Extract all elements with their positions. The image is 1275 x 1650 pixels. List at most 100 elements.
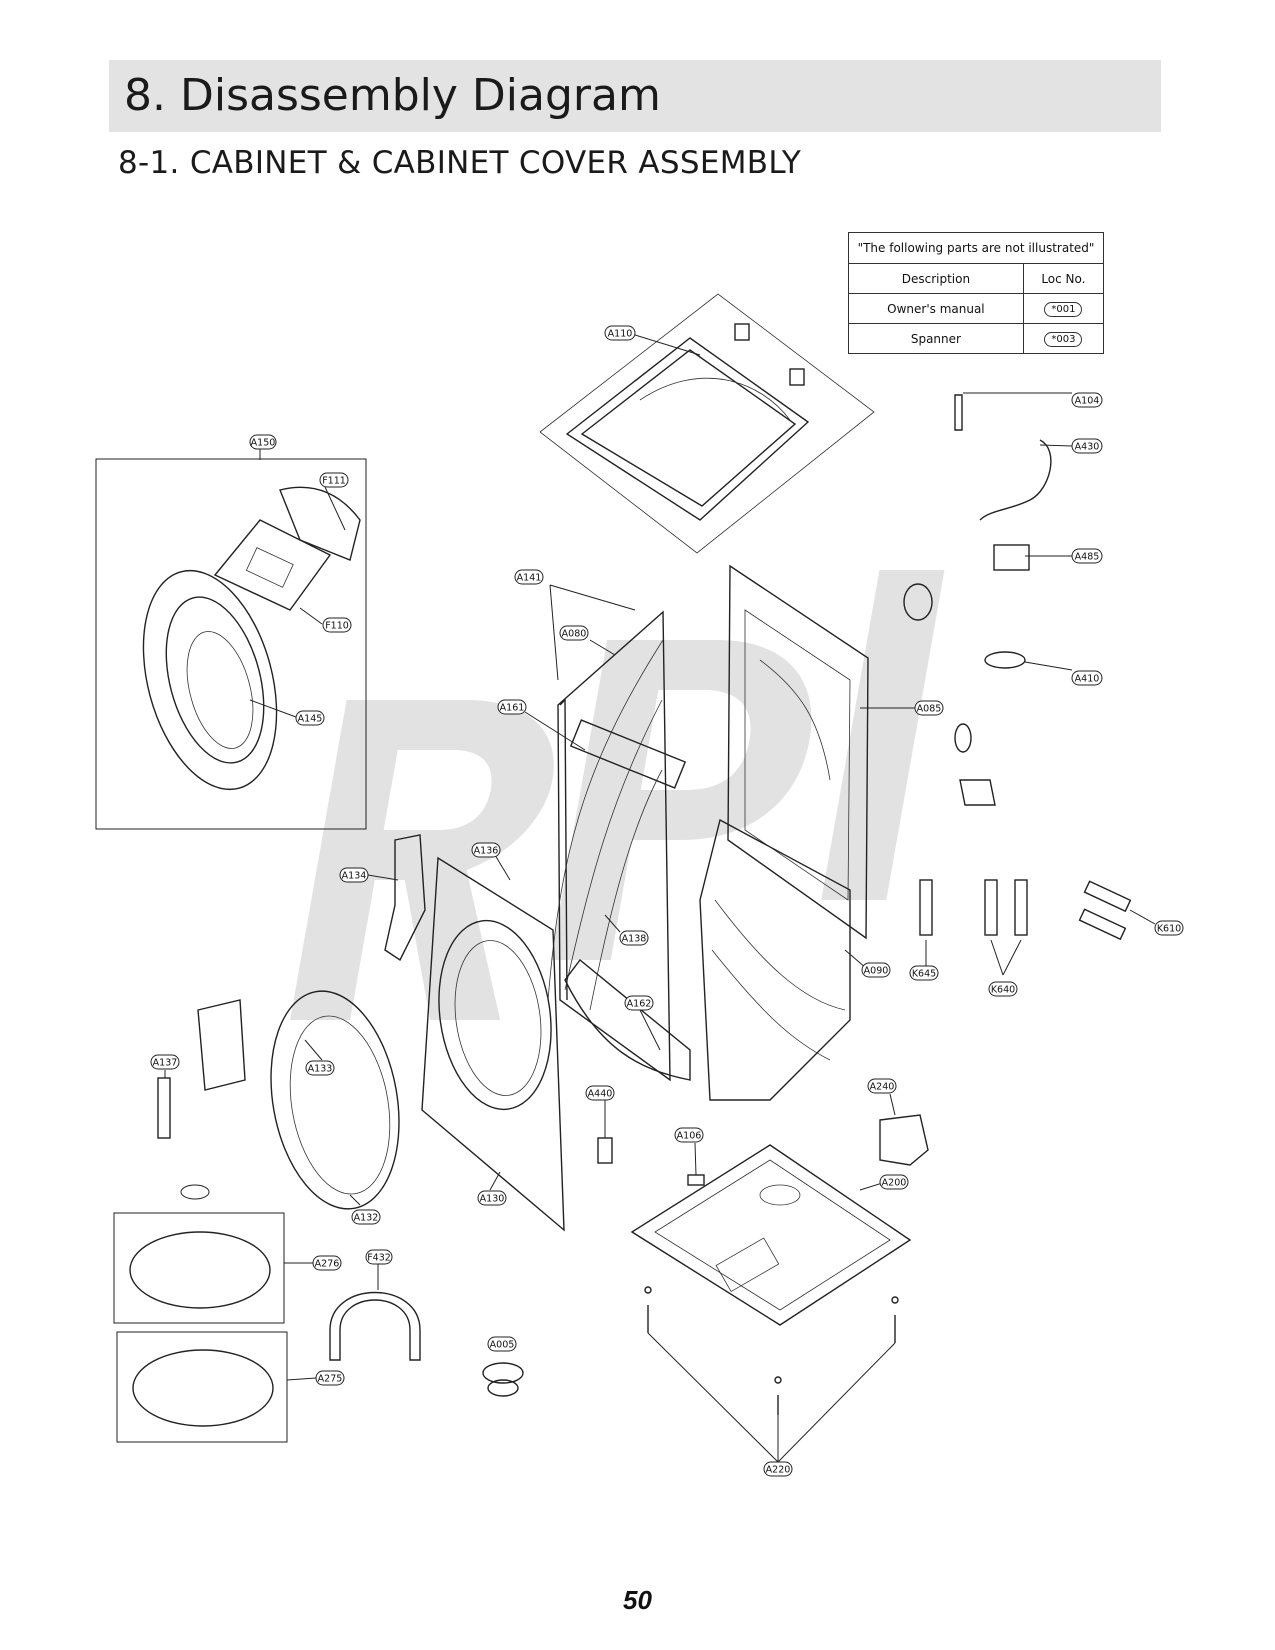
callout-a141: A141	[514, 569, 544, 585]
svg-text:A275: A275	[318, 1374, 343, 1385]
svg-text:A133: A133	[308, 1064, 333, 1075]
row-loc: *003	[1022, 323, 1105, 354]
title-bar: 8. Disassembly Diagram	[109, 60, 1161, 132]
page-title: 8. Disassembly Diagram	[124, 70, 661, 121]
callout-a275: A275	[315, 1370, 345, 1386]
door-assembly-box	[95, 458, 367, 830]
callout-a150: A150	[249, 434, 277, 450]
leader-lines	[164, 334, 1156, 1463]
callout-f110: F110	[322, 617, 352, 633]
col-description-header: Description	[848, 263, 1024, 294]
clamp-part	[954, 723, 972, 753]
callout-k610: K610	[1154, 920, 1184, 936]
svg-text:A085: A085	[917, 704, 942, 715]
svg-text:A150: A150	[251, 438, 276, 449]
callout-a138: A138	[619, 930, 649, 946]
svg-text:A276: A276	[315, 1259, 340, 1270]
lower-rear-panel-part	[564, 958, 691, 1081]
plug-part	[954, 394, 963, 431]
callout-a200: A200	[879, 1174, 909, 1190]
terminal-block-part	[993, 544, 1030, 571]
hinge-part	[157, 1077, 171, 1139]
damper-k640-part-b	[1014, 879, 1028, 936]
callout-a106: A106	[674, 1127, 704, 1143]
feet-part	[644, 1286, 899, 1415]
svg-text:A104: A104	[1075, 396, 1100, 407]
svg-text:A430: A430	[1075, 442, 1100, 453]
svg-text:A138: A138	[622, 934, 647, 945]
svg-text:A220: A220	[766, 1465, 791, 1476]
svg-text:A141: A141	[517, 573, 542, 584]
callout-k645: K645	[909, 965, 939, 981]
filter-part	[984, 651, 1026, 669]
front-panel-part	[421, 856, 565, 1232]
callout-a137: A137	[150, 1054, 180, 1070]
svg-text:A106: A106	[677, 1131, 702, 1142]
callout-a430: A430	[1071, 438, 1103, 454]
callout-a134: A134	[339, 867, 369, 883]
row-loc: *001	[1022, 293, 1105, 324]
door-frame-part	[270, 990, 400, 1210]
callout-f432: F432	[365, 1249, 393, 1265]
spring-k610-part-b	[1078, 908, 1127, 941]
callout-a240: A240	[867, 1078, 897, 1094]
callout-k640: K640	[988, 981, 1018, 997]
svg-text:A130: A130	[480, 1194, 505, 1205]
svg-text:A485: A485	[1075, 552, 1100, 563]
callout-a133: A133	[305, 1060, 335, 1076]
svg-text:A137: A137	[153, 1058, 178, 1069]
hose-box-upper	[113, 1212, 285, 1324]
svg-text:F111: F111	[322, 476, 346, 487]
svg-text:A440: A440	[588, 1089, 613, 1100]
callout-a161: A161	[497, 699, 527, 715]
spring-k610-part-a	[1083, 880, 1132, 913]
callout-a440: A440	[585, 1085, 615, 1101]
page-number: 50	[623, 1585, 652, 1615]
table-row: Spanner *003	[848, 323, 1105, 354]
svg-text:A136: A136	[474, 846, 499, 857]
pump-part	[879, 1114, 929, 1166]
not-illustrated-table: "The following parts are not illustrated…	[848, 232, 1105, 354]
power-cord-part	[979, 439, 1052, 521]
hose-upper-part	[129, 1231, 271, 1309]
callout-a085: A085	[914, 700, 944, 716]
callout-a485: A485	[1071, 548, 1103, 564]
base-part	[630, 1144, 912, 1326]
hose-box-lower	[116, 1331, 288, 1443]
damper-k645-part	[919, 879, 933, 936]
svg-text:K645: K645	[912, 969, 936, 980]
callout-blank	[180, 1184, 210, 1200]
svg-text:A200: A200	[882, 1178, 907, 1189]
svg-text:A005: A005	[490, 1340, 515, 1351]
callout-a276: A276	[312, 1255, 342, 1271]
small-clip-part	[687, 1174, 705, 1186]
round-fitting-part	[903, 583, 933, 621]
cap-part-rim	[487, 1379, 519, 1397]
cap-part	[482, 1362, 524, 1384]
svg-text:A090: A090	[864, 966, 889, 977]
loc-badge: *003	[1044, 331, 1083, 347]
callout-a080: A080	[559, 625, 589, 641]
svg-text:A110: A110	[608, 329, 633, 340]
callout-a145: A145	[295, 710, 325, 726]
door-part	[142, 486, 361, 791]
svg-text:A410: A410	[1075, 674, 1100, 685]
loc-badge: *001	[1044, 301, 1083, 317]
callout-a132: A132	[351, 1209, 381, 1225]
callout-a220: A220	[763, 1461, 793, 1477]
callout-a162: A162	[624, 995, 654, 1011]
svg-text:A162: A162	[627, 999, 652, 1010]
u-bracket-part	[329, 1291, 421, 1361]
table-row: Owner's manual *001	[848, 293, 1105, 324]
row-description: Spanner	[848, 323, 1024, 354]
damper-k640-part-a	[984, 879, 998, 936]
right-side-panel-part	[699, 818, 851, 1101]
rear-panel-part	[727, 564, 869, 940]
callout-a136: A136	[471, 842, 501, 858]
hinge-bracket-part	[197, 999, 246, 1091]
bracket-part	[384, 834, 426, 962]
svg-text:A240: A240	[870, 1082, 895, 1093]
callout-a130: A130	[477, 1190, 507, 1206]
svg-text:A145: A145	[298, 714, 323, 725]
